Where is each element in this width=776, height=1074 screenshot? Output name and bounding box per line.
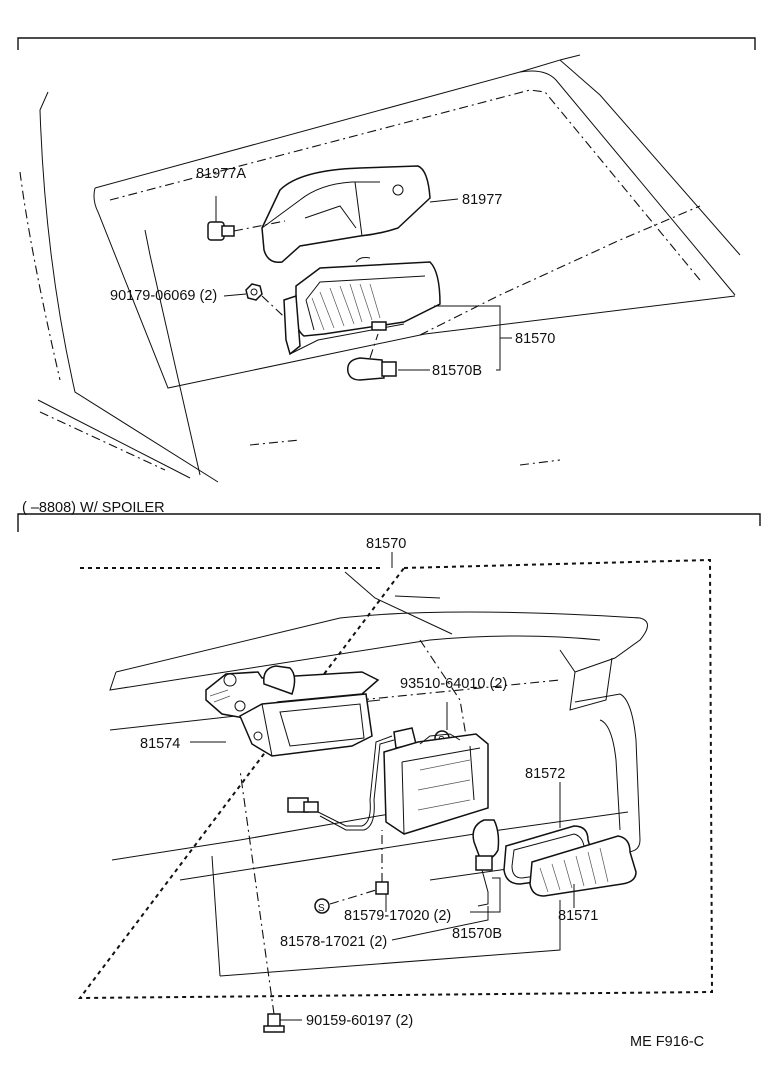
label-90179: 90179-06069 (2) <box>110 288 217 304</box>
trim-cover-81977 <box>261 165 431 263</box>
top-frame <box>17 37 756 50</box>
svg-text:S: S <box>318 903 325 914</box>
label-81570-top: 81570 <box>515 331 555 347</box>
diagram-code: ME F916-C <box>630 1034 704 1050</box>
label-81574: 81574 <box>140 736 180 752</box>
bolt-90159 <box>239 769 285 1033</box>
bulb-81570B-bottom <box>472 819 500 907</box>
label-81977A: 81977A <box>196 166 246 182</box>
label-81570B-bottom: 81570B <box>452 926 502 942</box>
wire-harness <box>287 727 417 831</box>
lamp-body <box>383 733 489 835</box>
lens-81571 <box>529 835 637 897</box>
top-section: 81977A 81977 90179-06069 (2) 81570 81570… <box>17 37 756 483</box>
label-81571: 81571 <box>558 908 598 924</box>
washer-81578: S <box>314 889 377 914</box>
label-81570B-top: 81570B <box>432 363 482 379</box>
spoiler-outline <box>115 611 648 673</box>
bottom-section: ( –8808) W/ SPOILER <box>17 500 761 1033</box>
label-81977: 81977 <box>462 192 502 208</box>
nut-81579 <box>375 830 389 895</box>
assembly-boundary-box <box>77 558 714 1000</box>
label-81579: 81579-17020 (2) <box>344 908 451 924</box>
clip-81977A <box>207 220 286 241</box>
label-81578: 81578-17021 (2) <box>280 934 387 950</box>
lamp-assy-81570-top <box>283 257 441 356</box>
bottom-frame <box>17 513 761 532</box>
section-header: ( –8808) W/ SPOILER <box>22 500 165 516</box>
label-93510: 93510-64010 (2) <box>400 676 507 692</box>
label-81570-bottom: 81570 <box>366 536 406 552</box>
label-81572: 81572 <box>525 766 565 782</box>
label-90159: 90159-60197 (2) <box>306 1013 413 1029</box>
bulb-81570B-top <box>347 333 397 381</box>
housing-81574 <box>205 665 380 757</box>
